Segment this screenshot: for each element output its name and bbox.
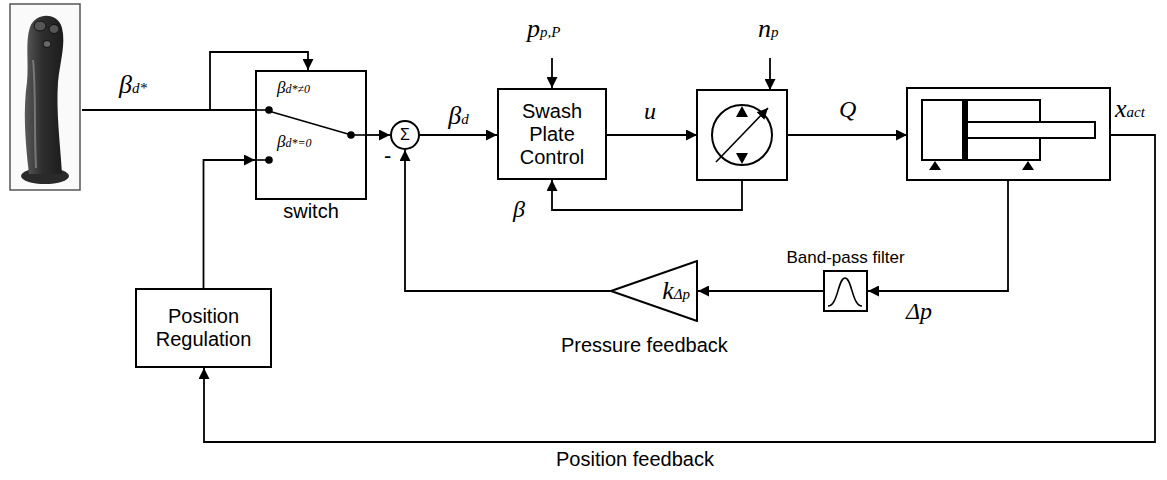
signal-connector (698, 290, 823, 292)
signal-connector (204, 160, 256, 288)
signal-wire (82, 109, 255, 111)
signal-name: βd (447, 101, 469, 131)
switch-condition: βd*≠0 (277, 78, 310, 98)
pump-symbol (697, 90, 787, 180)
switch-condition: βd*=0 (277, 132, 312, 152)
port-triangle (1022, 161, 1034, 170)
gain-label: kΔp (662, 276, 690, 306)
signal-name: pp,P (526, 14, 561, 44)
flow-triangle (736, 153, 748, 164)
signal-wire (551, 58, 553, 88)
switch-heading: switch (283, 200, 339, 223)
pump-circle (712, 105, 772, 165)
box-label: Swash Plate Control (510, 100, 594, 169)
switch-contacts (255, 107, 367, 163)
joystick-button (34, 21, 46, 31)
signal-name: βd* (118, 70, 148, 100)
switch-arm (272, 112, 348, 134)
piston-rod (968, 122, 1095, 138)
feedback-wire (552, 180, 742, 210)
contact-dot (266, 157, 272, 163)
joystick-grip (25, 16, 64, 174)
signal-wire (769, 58, 771, 90)
gain-triangle: kΔp (610, 260, 698, 322)
process-box: Swash Plate Control (497, 88, 607, 180)
filter-box: Band-pass filter (823, 270, 868, 312)
loop-caption: Position feedback (555, 448, 715, 471)
signal-name: u (643, 98, 657, 126)
signal-name: β (512, 196, 526, 224)
pump-box (697, 90, 787, 180)
cylinder-symbol (907, 88, 1110, 180)
signal-wire (210, 52, 308, 110)
feedback-wire (868, 180, 1008, 291)
signal-name: Q (838, 96, 857, 124)
port-triangle (929, 161, 941, 170)
summing-junction: Σ (390, 120, 420, 150)
signal-wire (607, 134, 697, 136)
switch-box: βd*≠0βd*=0switch (255, 70, 367, 200)
contact-dot (266, 107, 272, 113)
contact-dot (348, 132, 354, 138)
box-label: Position Regulation (144, 305, 264, 351)
cylinder-piston (962, 101, 968, 159)
sign-label: - (383, 144, 392, 168)
signal-name: np (757, 14, 780, 44)
loop-caption: Pressure feedback (560, 334, 729, 357)
process-box: Position Regulation (135, 288, 272, 368)
feedback-wire (204, 135, 1155, 442)
flow-triangle (736, 106, 748, 117)
joystick-button (49, 25, 59, 34)
signal-connector (420, 134, 497, 136)
signal-name: xact (1114, 94, 1146, 124)
signal-connector (367, 134, 390, 136)
sum-sign: Σ (400, 126, 410, 144)
picture-frame (10, 4, 80, 190)
cylinder-box (907, 88, 1110, 180)
signal-name: Δp (905, 298, 933, 326)
joystick-button (43, 41, 51, 48)
cylinder-barrel (922, 100, 1040, 160)
signal-wire (787, 134, 907, 136)
triangle-shape (611, 261, 697, 321)
grip-highlight (33, 60, 36, 168)
filter-heading: Band-pass filter (786, 248, 904, 268)
joystick-picture (10, 4, 80, 190)
bandpass-curve (828, 278, 862, 306)
